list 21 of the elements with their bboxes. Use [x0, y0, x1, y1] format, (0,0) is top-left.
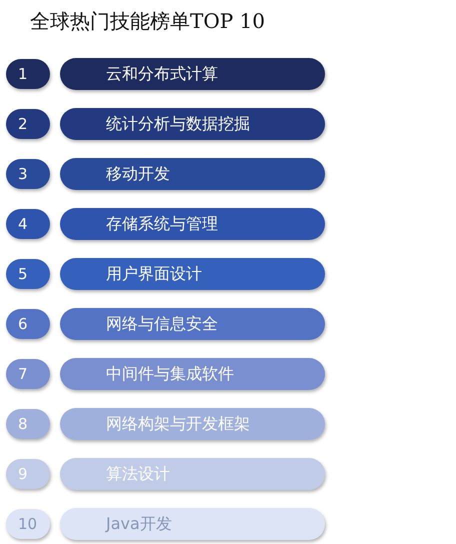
rank-badge: 5 — [6, 259, 50, 289]
skill-bar: 中间件与集成软件 — [60, 358, 325, 390]
rank-badge: 2 — [6, 109, 50, 139]
title: 全球热门技能榜单TOP 10 — [30, 8, 265, 35]
skill-bar: 用户界面设计 — [60, 258, 325, 290]
skill-bar: Java开发 — [60, 508, 325, 540]
skill-bar: 移动开发 — [60, 158, 325, 190]
rank-badge: 6 — [6, 309, 50, 339]
rank-badge: 4 — [6, 209, 50, 239]
rank-badge: 9 — [6, 459, 50, 489]
rank-badge: 1 — [6, 59, 50, 89]
rank-badge: 7 — [6, 359, 50, 389]
skill-bar: 统计分析与数据挖掘 — [60, 108, 325, 140]
skill-bar: 网络与信息安全 — [60, 308, 325, 340]
skill-bar: 网络构架与开发框架 — [60, 408, 325, 440]
skill-bar: 云和分布式计算 — [60, 58, 325, 90]
skill-bar: 存储系统与管理 — [60, 208, 325, 240]
rank-badge: 8 — [6, 409, 50, 439]
rank-badge: 10 — [6, 509, 50, 539]
skill-bar: 算法设计 — [60, 458, 325, 490]
rank-badge: 3 — [6, 159, 50, 189]
